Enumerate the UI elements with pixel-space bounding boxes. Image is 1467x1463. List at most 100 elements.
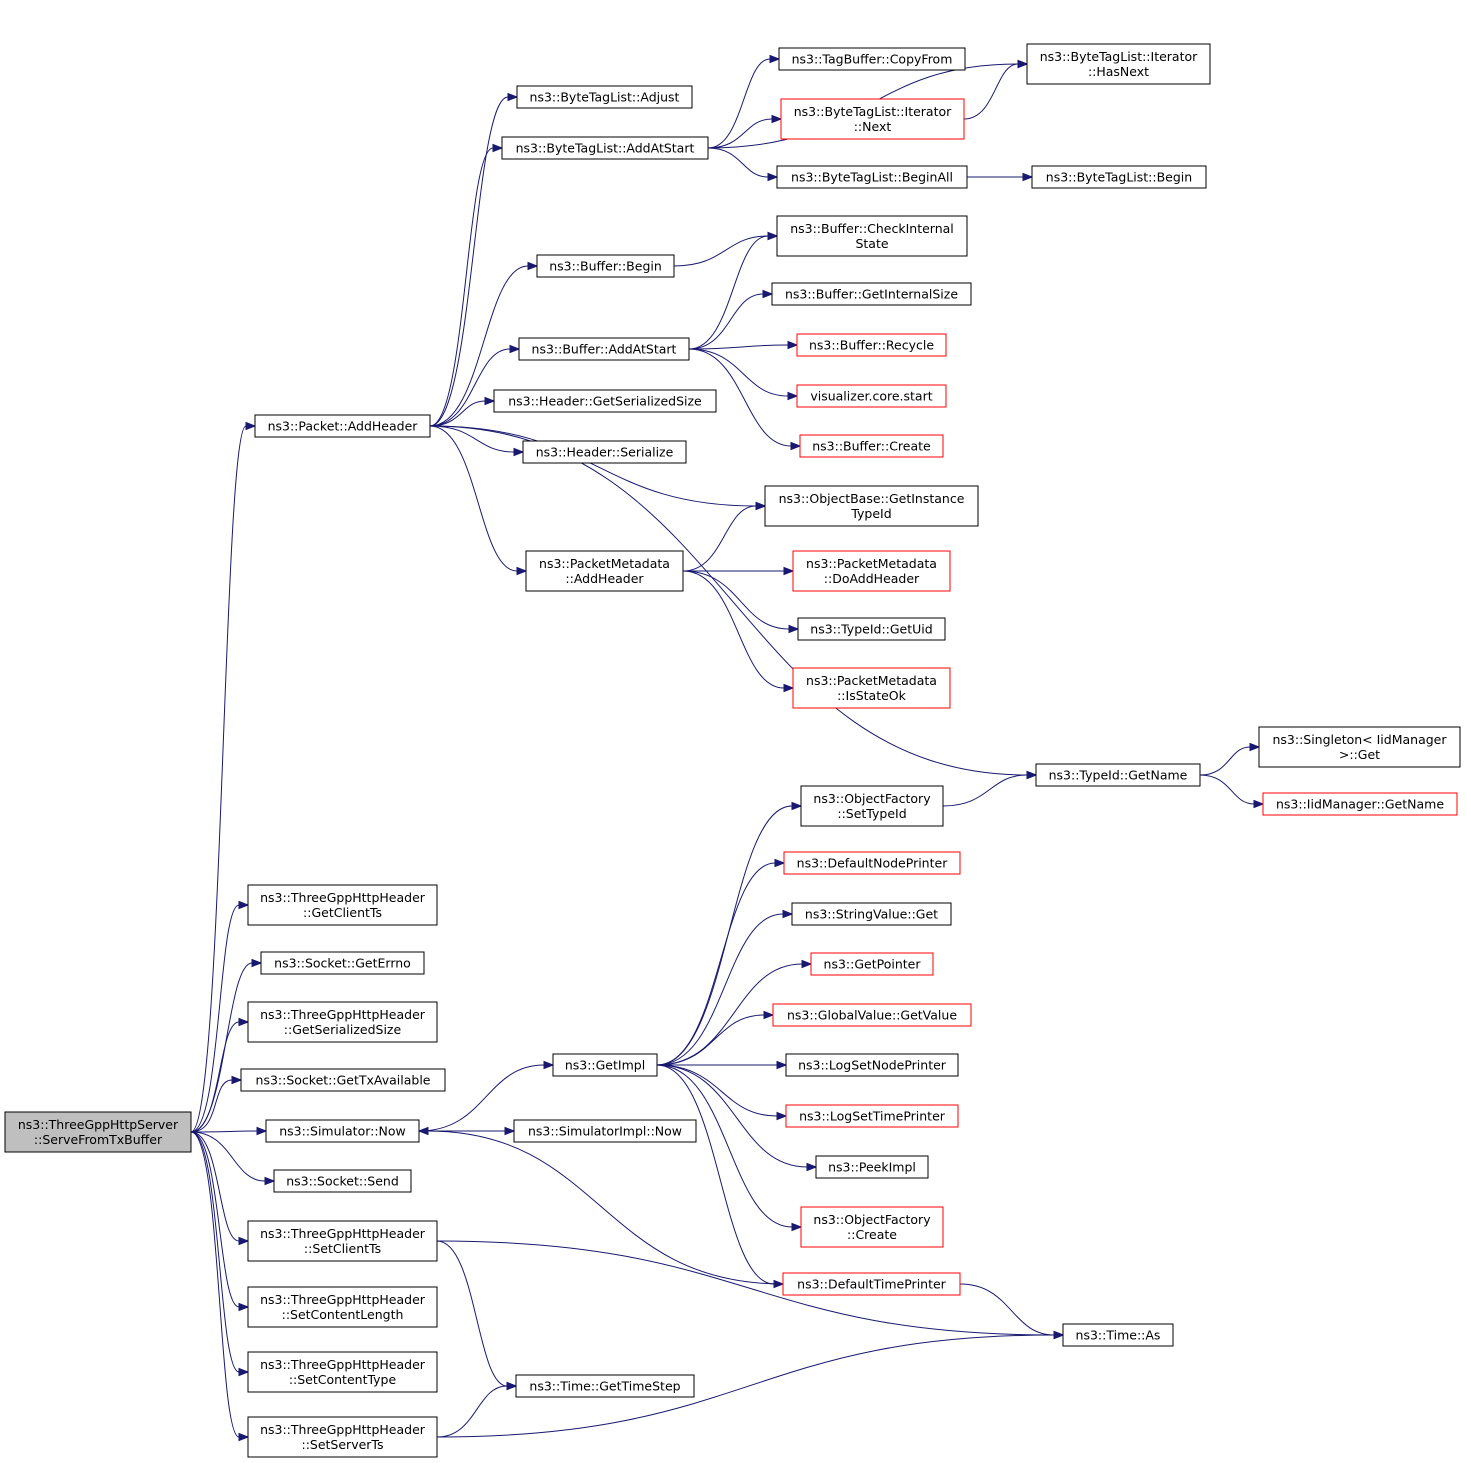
edge-serve-to-hdr-set-server-ts <box>190 1131 250 1442</box>
node-sock-send[interactable]: ns3::Socket::Send <box>273 1169 412 1193</box>
node-hdr-set-client-ts[interactable]: ns3::ThreeGppHttpHeader::SetClientTs <box>247 1220 438 1262</box>
node-box <box>810 952 934 976</box>
edge-def-time-printer-to-time-as <box>959 1283 1065 1340</box>
edge-buf-add-at-start-to-buf-recycle <box>688 340 799 350</box>
node-label: ns3::ThreeGppHttpServer <box>18 1117 179 1132</box>
edge-line <box>190 1130 258 1133</box>
node-buf-internal-size[interactable]: ns3::Buffer::GetInternalSize <box>771 282 972 306</box>
node-time-as[interactable]: ns3::Time::As <box>1062 1323 1174 1347</box>
node-hdr-set-server-ts[interactable]: ns3::ThreeGppHttpHeader::SetServerTs <box>247 1416 438 1458</box>
node-iter-has-next[interactable]: ns3::ByteTagList::Iterator::HasNext <box>1026 43 1211 85</box>
arrowhead <box>801 959 813 969</box>
node-btl-begin[interactable]: ns3::ByteTagList::Begin <box>1031 165 1207 189</box>
node-label: >::Get <box>1339 747 1380 762</box>
node-sock-get-tx-avail[interactable]: ns3::Socket::GetTxAvailable <box>240 1068 446 1092</box>
node-sim-now[interactable]: ns3::Simulator::Now <box>265 1119 420 1143</box>
edge-line <box>959 1283 1055 1336</box>
node-log-set-time[interactable]: ns3::LogSetTimePrinter <box>785 1104 959 1128</box>
node-type-get-name[interactable]: ns3::TypeId::GetName <box>1035 763 1201 787</box>
node-label: TypeId <box>850 506 891 521</box>
edge-add-header-to-btl-add-at-start <box>429 143 504 427</box>
node-of-create[interactable]: ns3::ObjectFactory::Create <box>800 1206 944 1248</box>
node-box <box>1031 165 1207 189</box>
node-btl-begin-all[interactable]: ns3::ByteTagList::BeginAll <box>776 165 968 189</box>
node-buf-begin[interactable]: ns3::Buffer::Begin <box>536 254 675 278</box>
node-label: ns3::Simulator::Now <box>279 1124 406 1139</box>
arrowhead <box>755 501 767 511</box>
arrowhead <box>245 421 257 431</box>
arrowhead <box>762 289 774 299</box>
node-sim-impl-now[interactable]: ns3::SimulatorImpl::Now <box>513 1119 697 1143</box>
arrowhead <box>787 391 799 401</box>
edge-type-get-name-to-iid-get-name <box>1199 774 1265 809</box>
node-box <box>800 1206 944 1248</box>
edge-line <box>429 348 511 427</box>
node-of-set-type-id[interactable]: ns3::ObjectFactory::SetTypeId <box>800 785 944 827</box>
node-pm-is-state-ok[interactable]: ns3::PacketMetadata::IsStateOk <box>792 667 951 709</box>
node-btl-adjust[interactable]: ns3::ByteTagList::Adjust <box>516 85 693 109</box>
node-label: ns3::TypeId::GetName <box>1049 768 1188 783</box>
edge-line <box>418 1064 545 1132</box>
node-time-get-time-step[interactable]: ns3::Time::GetTimeStep <box>515 1374 695 1398</box>
node-label: ns3::PacketMetadata <box>806 673 937 688</box>
node-tag-copy-from[interactable]: ns3::TagBuffer::CopyFrom <box>778 47 966 71</box>
node-box <box>501 136 709 160</box>
node-get-impl[interactable]: ns3::GetImpl <box>552 1053 658 1077</box>
node-hdr-ser-size[interactable]: ns3::Header::GetSerializedSize <box>493 389 717 413</box>
edge-iter-next-to-iter-has-next <box>963 59 1029 120</box>
node-log-set-node[interactable]: ns3::LogSetNodePrinter <box>785 1053 959 1077</box>
node-buf-create[interactable]: ns3::Buffer::Create <box>799 434 944 458</box>
node-def-time-printer[interactable]: ns3::DefaultTimePrinter <box>782 1272 961 1296</box>
node-viz-start[interactable]: visualizer.core.start <box>796 384 947 408</box>
node-label: ns3::ThreeGppHttpHeader <box>260 1292 426 1307</box>
node-buf-recycle[interactable]: ns3::Buffer::Recycle <box>796 333 947 357</box>
node-singleton-get[interactable]: ns3::Singleton< IidManager>::Get <box>1258 726 1461 768</box>
node-hdr-set-content-length[interactable]: ns3::ThreeGppHttpHeader::SetContentLengt… <box>247 1286 438 1328</box>
node-label: ns3::Buffer::Begin <box>549 259 662 274</box>
arrowhead <box>417 1126 429 1136</box>
edge-serve-to-sock-send <box>190 1131 276 1186</box>
node-label: ns3::Packet::AddHeader <box>268 419 419 434</box>
node-label: ns3::PacketMetadata <box>539 556 670 571</box>
edge-line <box>190 1021 240 1133</box>
node-iter-next[interactable]: ns3::ByteTagList::Iterator::Next <box>780 98 965 140</box>
edge-btl-begin-all-to-btl-begin <box>966 172 1034 182</box>
node-str-val-get[interactable]: ns3::StringValue::Get <box>791 902 952 926</box>
node-sock-get-errno[interactable]: ns3::Socket::GetErrno <box>260 951 425 975</box>
edge-add-header-to-btl-adjust <box>429 92 519 427</box>
edge-line <box>963 63 1019 120</box>
node-box <box>785 1104 959 1128</box>
node-iid-get-name[interactable]: ns3::IidManager::GetName <box>1262 792 1458 816</box>
node-box <box>1258 726 1461 768</box>
node-get-pointer[interactable]: ns3::GetPointer <box>810 952 934 976</box>
node-pm-do-add-header[interactable]: ns3::PacketMetadata::DoAddHeader <box>792 550 951 592</box>
node-def-node-printer[interactable]: ns3::DefaultNodePrinter <box>783 851 961 875</box>
edge-line <box>682 505 757 572</box>
node-hdr-get-ser-size[interactable]: ns3::ThreeGppHttpHeader::GetSerializedSi… <box>247 1001 438 1043</box>
node-box <box>525 550 684 592</box>
node-box <box>799 434 944 458</box>
node-serve[interactable]: ns3::ThreeGppHttpServer::ServeFromTxBuff… <box>4 1111 192 1153</box>
node-box <box>247 1220 438 1262</box>
node-box <box>791 902 952 926</box>
node-hdr-serialize[interactable]: ns3::Header::Serialize <box>522 440 687 464</box>
node-label: ::GetClientTs <box>303 905 382 920</box>
arrowhead <box>787 340 799 350</box>
node-btl-add-at-start[interactable]: ns3::ByteTagList::AddAtStart <box>501 136 709 160</box>
edge-get-impl-to-def-node-printer <box>656 858 786 1066</box>
edge-line <box>429 400 486 427</box>
node-type-get-uid[interactable]: ns3::TypeId::GetUid <box>797 617 946 641</box>
node-hdr-set-content-type[interactable]: ns3::ThreeGppHttpHeader::SetContentType <box>247 1351 438 1393</box>
node-label: ns3::ObjectFactory <box>813 791 931 806</box>
node-peek-impl[interactable]: ns3::PeekImpl <box>815 1155 929 1179</box>
node-pm-add-header[interactable]: ns3::PacketMetadata::AddHeader <box>525 550 684 592</box>
node-hdr-get-client-ts[interactable]: ns3::ThreeGppHttpHeader::GetClientTs <box>247 884 438 926</box>
node-add-header[interactable]: ns3::Packet::AddHeader <box>254 414 431 438</box>
node-buf-add-at-start[interactable]: ns3::Buffer::AddAtStart <box>518 337 690 361</box>
node-label: ns3::TagBuffer::CopyFrom <box>792 52 953 67</box>
node-box <box>796 384 947 408</box>
arrowhead <box>238 1432 250 1442</box>
node-gv-get-value[interactable]: ns3::GlobalValue::GetValue <box>772 1003 972 1027</box>
